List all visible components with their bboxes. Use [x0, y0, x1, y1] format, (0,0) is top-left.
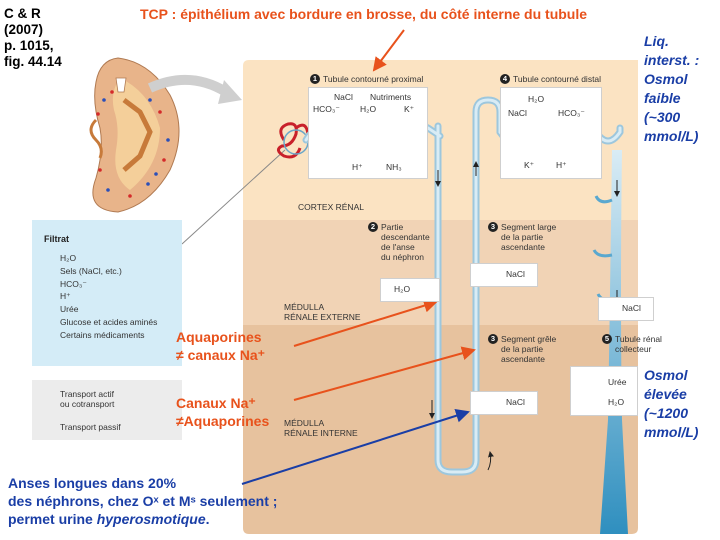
filtrat-item: Urée [60, 304, 79, 315]
collecting-duct [600, 150, 628, 534]
label-cd-uree: Urée [608, 377, 627, 387]
annotation-long-loops: Anses longues dans 20% des néphrons, che… [8, 475, 278, 527]
annotation-canaux-na: Canaux Na⁺ ≠Aquaporines [176, 395, 270, 429]
filtrat-item: HCO₃⁻ [60, 278, 87, 289]
annotation-aquaporines: Aquaporines ≠ canaux Na⁺ [176, 329, 265, 363]
figure-title: TCP : épithélium avec bordure en brosse,… [140, 6, 588, 22]
filtrat-item: Certains médicaments [60, 329, 145, 340]
label-dct-h2o: H₂O [528, 94, 545, 104]
legend-panel [32, 380, 182, 440]
label-pct-k: K⁺ [404, 104, 415, 114]
label-pct-nh3: NH₃ [386, 162, 402, 172]
filtrat-item: Sels (NaCl, etc.) [60, 265, 122, 276]
legend-active-label: Transport actif ou cotransport [60, 389, 115, 409]
zoom-arrow [147, 75, 229, 97]
thin-ascending-transport-box [470, 391, 538, 415]
label-pct-nutriments: Nutriments [370, 92, 412, 102]
legend-passive-label: Transport passif [60, 422, 121, 432]
label-asc-thin-nacl: NaCl [506, 397, 525, 407]
label-dct-k: K⁺ [524, 160, 535, 170]
zone-label-cortex: CORTEX RÉNAL [298, 202, 364, 212]
label-pct-nacl: NaCl [334, 92, 353, 102]
label-cd-h2o: H₂O [608, 397, 625, 407]
collecting-nacl-box [598, 297, 654, 321]
filtrat-item: H₂O [60, 253, 77, 263]
label-asc-thick-nacl: NaCl [506, 269, 525, 279]
label-pct-h: H⁺ [352, 162, 363, 172]
filtrat-panel: Filtrat H₂O Sels (NaCl, etc.) HCO₃⁻ H⁺ U… [32, 220, 182, 366]
label-dct-hco3: HCO₃⁻ [558, 108, 585, 118]
distal-transport-box [500, 87, 602, 179]
proximal-transport-box [308, 87, 428, 179]
filtrat-item: Glucose et acides aminés [60, 316, 158, 327]
collecting-transport-box [570, 366, 638, 416]
filtrat-header: Filtrat [44, 234, 70, 244]
label-dct-h: H⁺ [556, 160, 567, 170]
filtrat-item: H⁺ [60, 291, 71, 302]
glomerulus [277, 122, 310, 159]
label-pct-hco3: HCO₃⁻ [313, 104, 340, 114]
kidney-illustration [89, 57, 180, 213]
label-cd-nacl: NaCl [622, 303, 641, 313]
citation-reference: C & R (2007) p. 1015, fig. 44.14 [4, 6, 62, 69]
thick-ascending-transport-box [470, 263, 538, 287]
descending-transport-box [380, 278, 440, 302]
label-desc-h2o: H₂O [394, 284, 411, 294]
label-pct-h2o: H₂O [360, 104, 377, 114]
label-dct-nacl: NaCl [508, 108, 527, 118]
